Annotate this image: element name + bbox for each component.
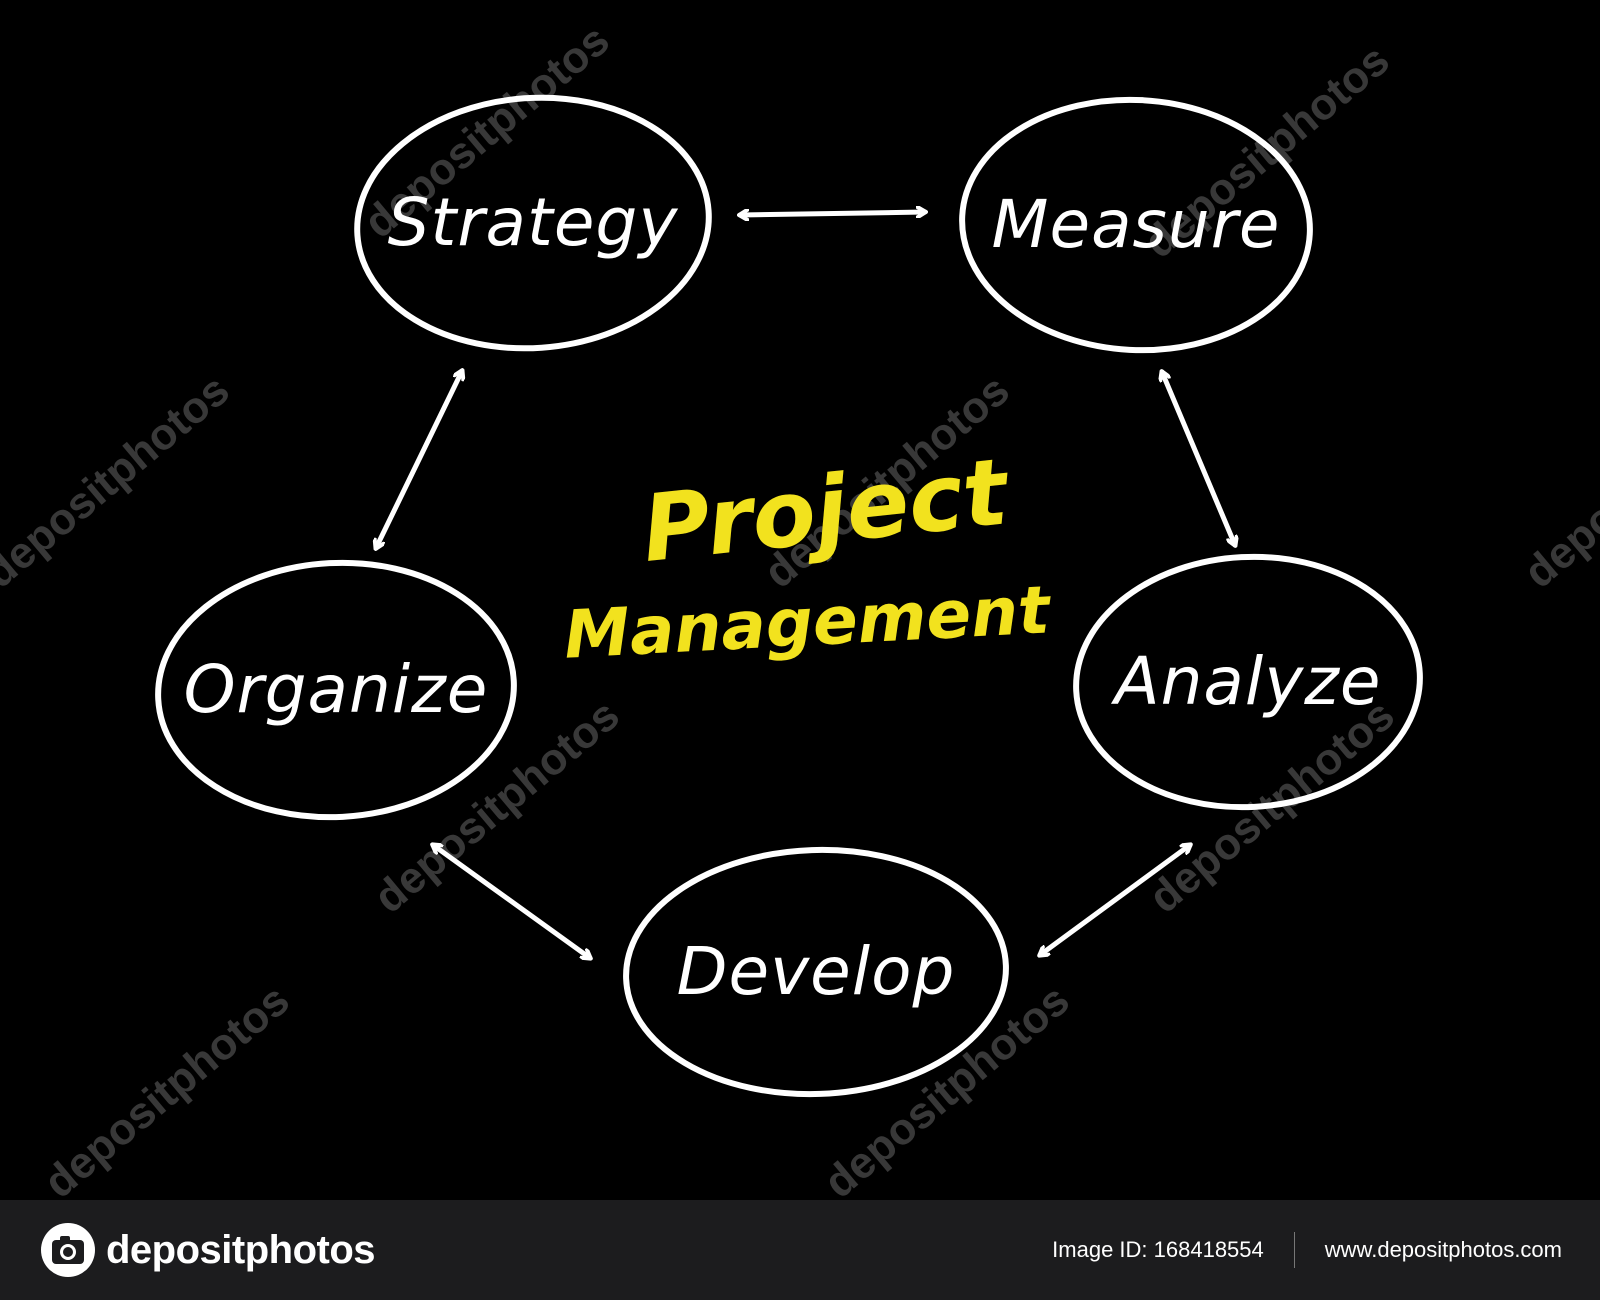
node-strategy-label: Strategy [388, 184, 679, 261]
watermark-8: depositphotos [35, 975, 299, 1200]
center-title-line2: Management [562, 571, 1054, 673]
arrow-develop-organize [433, 845, 590, 958]
arrow-strategy-measure [740, 212, 925, 215]
watermark-5: depositphotos [1515, 365, 1600, 597]
node-analyze: Analyze [1073, 553, 1423, 811]
image-id: Image ID: 168418554 [1052, 1237, 1264, 1262]
diagram: depositphotos depositphotos depositphoto… [0, 15, 1600, 1200]
camera-logo-icon [41, 1223, 95, 1277]
node-develop-label: Develop [677, 933, 956, 1010]
footer-divider [1293, 1232, 1295, 1268]
arrow-measure-analyze [1162, 372, 1235, 545]
node-measure: Measure [959, 96, 1313, 354]
node-organize-label: Organize [184, 651, 489, 728]
node-organize: Organize [155, 559, 517, 821]
brand[interactable]: depositphotos [40, 1222, 376, 1278]
site-url[interactable]: www.depositphotos.com [1324, 1237, 1562, 1262]
center-title: Project Management [562, 438, 1054, 674]
footer-bar: depositphotos Image ID: 168418554 www.de… [0, 1200, 1600, 1300]
arrow-analyze-develop [1040, 845, 1190, 955]
arrow-organize-strategy [376, 371, 462, 548]
brand-name: depositphotos [106, 1227, 376, 1272]
footer-info: Image ID: 168418554 www.depositphotos.co… [1052, 1232, 1562, 1268]
node-measure-label: Measure [992, 186, 1281, 263]
node-analyze-label: Analyze [1110, 643, 1381, 720]
node-develop: Develop [623, 846, 1009, 1098]
diagram-canvas: depositphotos depositphotos depositphoto… [0, 15, 1600, 1200]
watermark-3: depositphotos [0, 365, 239, 597]
node-strategy: Strategy [354, 94, 712, 352]
center-title-line1: Project [637, 438, 1015, 583]
